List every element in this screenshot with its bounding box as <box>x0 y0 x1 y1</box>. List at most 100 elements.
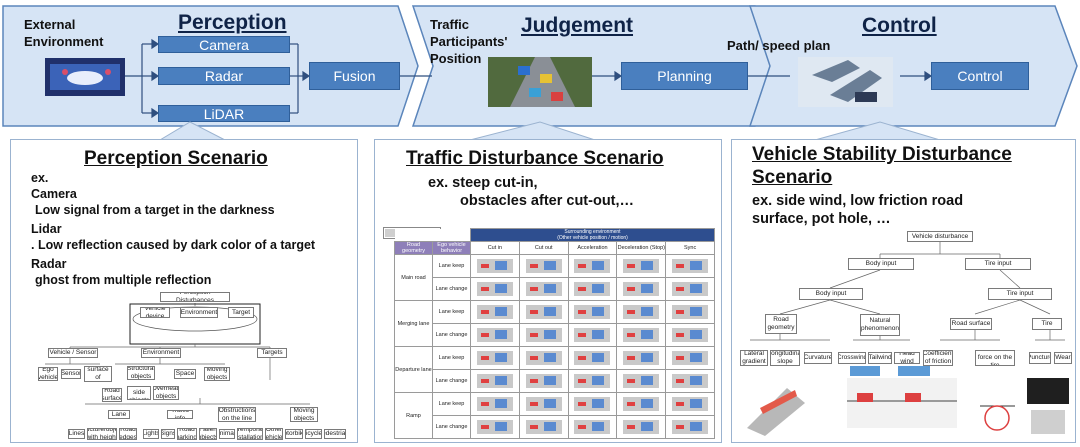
scenario-cell <box>518 415 569 439</box>
scenario-thumbnail <box>476 328 513 342</box>
stage-title-control: Control <box>862 14 937 37</box>
leaf-tailwind: Tailwind <box>868 352 892 364</box>
traffic-example-line2: obstacles after cut-out,… <box>460 193 635 209</box>
scenario-thumbnail <box>525 259 562 273</box>
scenario-cell <box>616 300 667 324</box>
scenario-cell <box>567 369 618 393</box>
overhead-objects-node: Overhead objects <box>153 386 179 400</box>
moving-objects-node: Moving objects <box>204 367 230 381</box>
fusion-block: Fusion <box>309 62 400 90</box>
tire-input-node: Tire input <box>965 258 1031 270</box>
table-row: Lane change <box>395 369 715 393</box>
scenario-thumbnail <box>525 420 562 434</box>
leaf-coefficient-friction: Coefficient of friction <box>923 350 953 366</box>
ego-behavior-cell: Lane keep <box>432 300 471 324</box>
scenario-thumbnail <box>672 397 709 411</box>
scenario-cell <box>616 392 667 416</box>
scenario-thumbnail <box>672 259 709 273</box>
scenario-thumbnail <box>672 328 709 342</box>
scenario-thumbnail <box>525 351 562 365</box>
column-acceleration: Acceleration <box>567 241 618 255</box>
perception-scenario-title: Perception Scenario <box>84 148 268 169</box>
scenario-cell <box>616 254 667 278</box>
ego-behavior-cell: Lane change <box>432 323 471 347</box>
perception-ex: ex. <box>31 171 49 185</box>
road-geometry-cell: Merging lane <box>394 300 433 347</box>
obstructions-node: Obstructions on the line <box>218 407 256 422</box>
scenario-cell <box>518 346 569 370</box>
scenario-cell <box>470 369 520 393</box>
scenario-cell <box>665 300 715 324</box>
column-cut-in: Cut in <box>470 241 520 255</box>
scenario-cell <box>470 323 520 347</box>
leaf-wear: Wear <box>1054 352 1072 364</box>
ego-behavior-cell: Lane keep <box>432 346 471 370</box>
traffic-example-line1: ex. steep cut-in, <box>428 175 538 191</box>
scenario-thumbnail <box>476 397 513 411</box>
scenario-cell <box>616 346 667 370</box>
leaf-temporal-installations: Temporal installations <box>237 428 263 440</box>
scenario-thumbnail <box>476 305 513 319</box>
leaf-animals: Animals <box>219 429 235 439</box>
column-deceleration: Deceleration (Stop) <box>616 241 667 255</box>
scenario-thumbnail <box>525 282 562 296</box>
moving-objects-leaf-node: Moving objects <box>290 407 318 422</box>
leaf-external-force: External force on the tire <box>975 350 1015 366</box>
scenario-thumbnail <box>574 282 611 296</box>
stability-title-text: Vehicle Stability Disturbance Scenario <box>752 144 1012 188</box>
sensor-node: Sensor <box>61 369 81 379</box>
stability-scenario-title: Vehicle Stability Disturbance Scenario <box>752 143 1062 189</box>
ego-behavior-cell: Lane change <box>432 369 471 393</box>
corner-ego-behavior: Ego vehicle behavior <box>432 241 471 255</box>
vehicle-device-node: Vehicle device <box>140 307 170 318</box>
scenario-cell <box>665 346 715 370</box>
leaf-fallen-objects: Fallen objects <box>199 428 217 440</box>
scenario-thumbnail <box>574 305 611 319</box>
table-row: Lane change <box>395 277 715 301</box>
leaf-crosswind: Crosswind <box>838 352 866 364</box>
leaf-road-edges: Road edges <box>119 428 137 440</box>
leaf-longitudinal-slope: Longitudinal slope <box>770 350 800 366</box>
scenario-thumbnail <box>623 351 660 365</box>
scenario-thumbnail <box>623 328 660 342</box>
road-geometry-cell: Ramp <box>394 392 433 439</box>
scenario-cell <box>567 323 618 347</box>
scenario-cell <box>518 277 569 301</box>
structural-objects-node: Structural objects <box>127 366 155 380</box>
leaf-signs: Signs <box>161 429 175 439</box>
traffic-info-node: Traffic info <box>167 410 193 419</box>
pipeline-band <box>2 5 1078 127</box>
radar-description: ghost from multiple reflection <box>35 273 212 287</box>
table-row: Lane change <box>395 323 715 347</box>
perception-tree-lines <box>45 303 310 405</box>
perception-scenario-panel <box>10 139 358 443</box>
camera-block: Camera <box>158 36 290 53</box>
scenario-cell <box>470 277 520 301</box>
leaf-pedestrians: Pedestrians <box>324 429 346 439</box>
scenario-thumbnail <box>623 420 660 434</box>
camera-heading: Camera <box>31 187 77 201</box>
scenario-cell <box>567 392 618 416</box>
lane-node: Lane <box>108 410 130 419</box>
scenario-cell <box>518 369 569 393</box>
lidar-description: . Low reflection caused by dark color of… <box>31 238 316 252</box>
lidar-heading: Lidar <box>31 222 62 236</box>
scenario-cell <box>518 300 569 324</box>
stage-title-perception: Perception <box>178 11 287 34</box>
table-row: Lane change <box>395 415 715 439</box>
scenario-cell <box>616 323 667 347</box>
scenario-thumbnail <box>672 420 709 434</box>
camera-description: Low signal from a target in the darkness <box>35 203 275 217</box>
environment-node: Environment <box>141 348 181 358</box>
control-block: Control <box>931 62 1029 90</box>
stability-tree-lines <box>745 242 1069 436</box>
leaf-head-wind: Head wind <box>894 352 920 364</box>
vehicle-sensor-node: Vehicle / Sensor <box>48 348 98 358</box>
scenario-thumbnail <box>623 374 660 388</box>
scenario-thumbnail <box>525 328 562 342</box>
perception-disturbances-node: Perception Disturbances <box>160 292 230 302</box>
road-surface-node-2: Road surface <box>950 318 992 330</box>
road-geometry-cell: Departure lane <box>394 346 433 393</box>
